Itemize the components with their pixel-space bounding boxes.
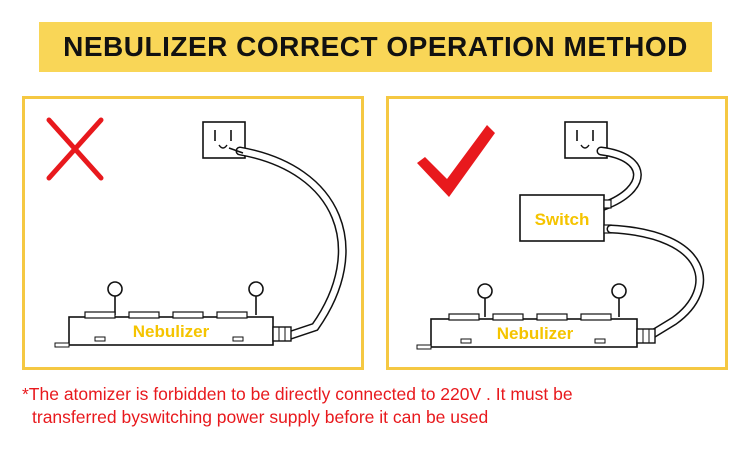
power-cable-to-nebulizer [606, 224, 704, 340]
power-cable-to-switch [596, 146, 642, 211]
page-title: NEBULIZER CORRECT OPERATION METHOD [63, 31, 688, 62]
warning-line-1: *The atomizer is forbidden to be directl… [22, 384, 573, 404]
switch-power-supply: Switch [519, 194, 612, 242]
panel-correct-method: Switch Nebulizer [386, 96, 728, 370]
nebulizer-device: Nebulizer [416, 283, 656, 350]
nebulizer-label: Nebulizer [497, 324, 574, 343]
wrong-method-diagram: Nebulizer [46, 117, 347, 348]
title-banner: NEBULIZER CORRECT OPERATION METHOD [39, 22, 712, 72]
panel-wrong-method: Nebulizer [22, 96, 364, 370]
warning-note: *The atomizer is forbidden to be directl… [22, 383, 732, 429]
red-x-icon [46, 117, 104, 181]
nebulizer-label: Nebulizer [133, 322, 210, 341]
warning-line-2: transferred byswitching power supply bef… [32, 407, 489, 427]
correct-method-diagram: Switch Nebulizer [416, 121, 704, 350]
power-cable [228, 146, 347, 341]
nebulizer-device: Nebulizer [54, 281, 292, 348]
switch-label: Switch [535, 210, 590, 229]
wall-outlet-icon [202, 121, 246, 159]
red-checkmark-icon [417, 125, 495, 197]
